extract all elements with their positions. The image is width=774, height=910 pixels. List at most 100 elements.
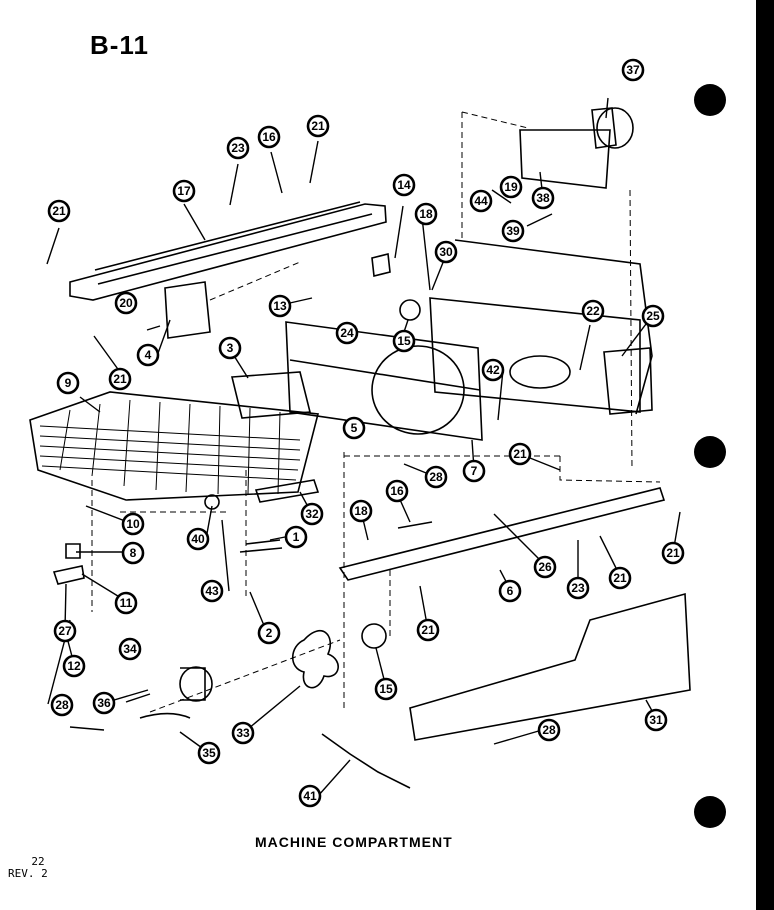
svg-text:9: 9 — [65, 376, 72, 390]
svg-text:31: 31 — [649, 713, 663, 727]
callout-15-lower: 15 — [374, 677, 398, 701]
svg-text:7: 7 — [471, 464, 478, 478]
binder-hole-middle — [694, 436, 726, 468]
callout-40: 40 — [186, 527, 210, 551]
svg-text:6: 6 — [507, 584, 514, 598]
callout-13: 13 — [268, 294, 292, 318]
callout-24: 24 — [335, 321, 359, 345]
svg-text:21: 21 — [666, 546, 680, 560]
callout-23-lower: 23 — [566, 576, 590, 600]
scan-edge-bar — [756, 0, 774, 910]
callout-41: 41 — [298, 784, 322, 808]
callout-25: 25 — [641, 304, 665, 328]
callout-30: 30 — [434, 240, 458, 264]
callout-34: 34 — [118, 637, 142, 661]
svg-text:21: 21 — [421, 623, 435, 637]
callout-3: 3 — [218, 336, 242, 360]
diagram-caption: MACHINE COMPARTMENT — [255, 834, 453, 850]
svg-text:28: 28 — [55, 698, 69, 712]
svg-text:40: 40 — [191, 532, 205, 546]
svg-text:8: 8 — [130, 546, 137, 560]
svg-text:21: 21 — [52, 204, 66, 218]
svg-text:4: 4 — [145, 348, 152, 362]
callout-42: 42 — [481, 358, 505, 382]
callout-19: 19 — [499, 175, 523, 199]
binder-hole-top — [694, 84, 726, 116]
callout-39: 39 — [501, 219, 525, 243]
svg-text:20: 20 — [119, 296, 133, 310]
callout-15-upper: 15 — [392, 329, 416, 353]
svg-text:23: 23 — [571, 581, 585, 595]
svg-text:28: 28 — [429, 470, 443, 484]
svg-text:23: 23 — [231, 141, 245, 155]
callout-14: 14 — [392, 173, 416, 197]
callout-16-lower: 16 — [385, 479, 409, 503]
svg-text:5: 5 — [351, 421, 358, 435]
svg-text:14: 14 — [397, 178, 411, 192]
svg-text:18: 18 — [419, 207, 433, 221]
svg-text:35: 35 — [202, 746, 216, 760]
callout-5: 5 — [342, 416, 366, 440]
callout-27: 27 — [53, 619, 77, 643]
callout-22: 22 — [581, 299, 605, 323]
callout-44: 44 — [469, 189, 493, 213]
svg-text:12: 12 — [67, 659, 81, 673]
callout-38: 38 — [531, 186, 555, 210]
svg-text:15: 15 — [397, 334, 411, 348]
callout-9: 9 — [56, 371, 80, 395]
page-code: B-11 — [90, 30, 149, 60]
svg-text:39: 39 — [506, 224, 520, 238]
callout-18-lower: 18 — [349, 499, 373, 523]
svg-text:37: 37 — [626, 63, 640, 77]
svg-text:2: 2 — [266, 626, 273, 640]
revision-label: REV. 2 — [8, 867, 48, 880]
callout-20: 20 — [114, 291, 138, 315]
callout-21-g: 21 — [416, 618, 440, 642]
callout-11: 11 — [114, 591, 138, 615]
callout-8: 8 — [121, 541, 145, 565]
svg-text:3: 3 — [227, 341, 234, 355]
svg-text:34: 34 — [123, 642, 137, 656]
svg-text:33: 33 — [236, 726, 250, 740]
callout-21-d: 21 — [508, 442, 532, 466]
callout-10: 10 — [121, 512, 145, 536]
callout-6: 6 — [498, 579, 522, 603]
callout-17: 17 — [172, 179, 196, 203]
svg-text:27: 27 — [58, 624, 72, 638]
callout-36: 36 — [92, 691, 116, 715]
callout-32: 32 — [300, 502, 324, 526]
svg-text:24: 24 — [340, 326, 354, 340]
svg-text:44: 44 — [474, 194, 488, 208]
svg-text:30: 30 — [439, 245, 453, 259]
svg-text:26: 26 — [538, 560, 552, 574]
svg-text:36: 36 — [97, 696, 111, 710]
callout-33: 33 — [231, 721, 255, 745]
svg-text:21: 21 — [513, 447, 527, 461]
svg-text:21: 21 — [613, 571, 627, 585]
svg-text:19: 19 — [504, 180, 518, 194]
callout-35: 35 — [197, 741, 221, 765]
callout-21-b: 21 — [47, 199, 71, 223]
binder-hole-bottom — [694, 796, 726, 828]
callout-21-a: 21 — [306, 114, 330, 138]
callout-26: 26 — [533, 555, 557, 579]
callout-37: 37 — [621, 58, 645, 82]
svg-text:22: 22 — [586, 304, 600, 318]
callout-28-a: 28 — [424, 465, 448, 489]
svg-text:16: 16 — [262, 130, 276, 144]
svg-text:21: 21 — [311, 119, 325, 133]
svg-text:11: 11 — [120, 596, 133, 610]
callout-2: 2 — [257, 621, 281, 645]
callout-1: 1 — [284, 525, 308, 549]
callout-16-upper: 16 — [257, 125, 281, 149]
callout-12: 12 — [62, 654, 86, 678]
svg-text:15: 15 — [379, 682, 393, 696]
svg-text:25: 25 — [646, 309, 660, 323]
callout-7: 7 — [462, 459, 486, 483]
callout-31: 31 — [644, 708, 668, 732]
svg-text:13: 13 — [273, 299, 287, 313]
callout-21-c: 21 — [108, 367, 132, 391]
svg-text:28: 28 — [542, 723, 556, 737]
